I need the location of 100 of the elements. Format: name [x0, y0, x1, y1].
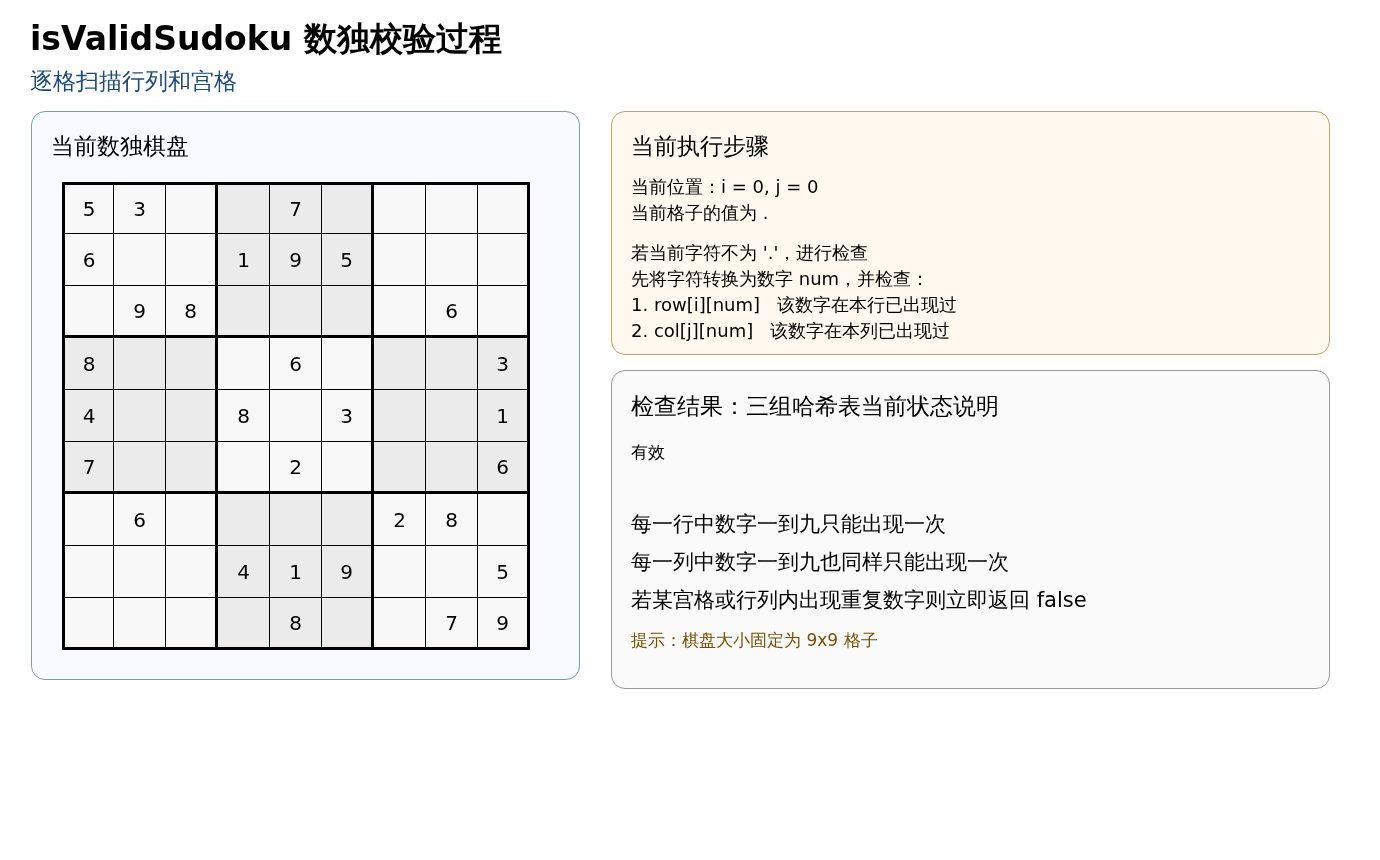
sudoku-cell: 5	[322, 234, 374, 286]
sudoku-cell	[322, 494, 374, 546]
sudoku-cell	[478, 182, 530, 234]
sudoku-cell	[426, 442, 478, 494]
sudoku-cell: 8	[218, 390, 270, 442]
sudoku-cell	[114, 234, 166, 286]
sudoku-cell: 7	[62, 442, 114, 494]
sudoku-cell: 6	[478, 442, 530, 494]
sudoku-cell	[166, 442, 218, 494]
sudoku-cell	[114, 598, 166, 650]
sudoku-cell	[426, 182, 478, 234]
rules-panel	[611, 370, 1330, 689]
sudoku-cell	[114, 338, 166, 390]
step-text: 2. col[j][num] 该数字在本列已出现过	[631, 319, 951, 343]
sudoku-cell	[426, 338, 478, 390]
rule-text: 每一行中数字一到九只能出现一次	[631, 511, 946, 538]
sudoku-cell: 7	[426, 598, 478, 650]
sudoku-cell	[166, 390, 218, 442]
sudoku-cell	[62, 598, 114, 650]
sudoku-cell: 3	[322, 390, 374, 442]
status-text: 有效	[631, 441, 665, 463]
sudoku-cell: 8	[62, 338, 114, 390]
sudoku-cell	[114, 390, 166, 442]
panel-heading: 当前执行步骤	[631, 132, 769, 160]
sudoku-cell	[322, 442, 374, 494]
sudoku-cell	[218, 286, 270, 338]
sudoku-cell	[374, 234, 426, 286]
sudoku-cell: 9	[270, 234, 322, 286]
rule-text: 每一列中数字一到九也同样只能出现一次	[631, 549, 1009, 576]
sudoku-cell	[166, 494, 218, 546]
sudoku-cell: 8	[426, 494, 478, 546]
sudoku-cell	[322, 182, 374, 234]
sudoku-cell	[166, 338, 218, 390]
page-subtitle: 逐格扫描行列和宫格	[30, 67, 237, 96]
sudoku-cell	[374, 182, 426, 234]
sudoku-cell	[114, 546, 166, 598]
sudoku-cell	[374, 286, 426, 338]
sudoku-cell	[218, 494, 270, 546]
sudoku-cell	[218, 338, 270, 390]
sudoku-cell	[270, 494, 322, 546]
sudoku-cell: 6	[426, 286, 478, 338]
sudoku-cell: 1	[478, 390, 530, 442]
step-text: 先将字符转换为数字 num，并检查：	[631, 267, 930, 291]
rule-text: 若某宫格或行列内出现重复数字则立即返回 false	[631, 587, 1087, 614]
sudoku-cell	[374, 442, 426, 494]
sudoku-cell	[374, 598, 426, 650]
sudoku-cell	[426, 390, 478, 442]
sudoku-cell: 9	[478, 598, 530, 650]
sudoku-cell	[270, 390, 322, 442]
step-text: 若当前字符不为 '.'，进行检查	[631, 241, 869, 265]
sudoku-cell: 6	[270, 338, 322, 390]
step-panel	[611, 111, 1330, 355]
sudoku-cell	[374, 338, 426, 390]
sudoku-cell	[166, 546, 218, 598]
step-text: 当前位置：i = 0, j = 0	[631, 175, 819, 199]
sudoku-cell	[478, 286, 530, 338]
sudoku-cell: 9	[114, 286, 166, 338]
step-text: 1. row[i][num] 该数字在本行已出现过	[631, 293, 958, 317]
sudoku-cell	[270, 286, 322, 338]
sudoku-cell: 8	[166, 286, 218, 338]
sudoku-cell	[478, 494, 530, 546]
note-text: 提示：棋盘大小固定为 9x9 格子	[631, 629, 878, 651]
sudoku-cell: 5	[62, 182, 114, 234]
sudoku-cell	[218, 442, 270, 494]
sudoku-cell	[166, 234, 218, 286]
sudoku-cell: 3	[114, 182, 166, 234]
sudoku-cell: 4	[218, 546, 270, 598]
sudoku-cell	[114, 442, 166, 494]
sudoku-cell	[322, 598, 374, 650]
board-panel	[31, 111, 580, 680]
step-text: 当前格子的值为 .	[631, 201, 769, 225]
sudoku-cell	[374, 546, 426, 598]
sudoku-cell: 4	[62, 390, 114, 442]
sudoku-cell: 7	[270, 182, 322, 234]
sudoku-cell	[62, 494, 114, 546]
sudoku-cell: 6	[62, 234, 114, 286]
sudoku-cell: 1	[270, 546, 322, 598]
sudoku-cell: 1	[218, 234, 270, 286]
sudoku-cell	[322, 286, 374, 338]
sudoku-cell	[62, 286, 114, 338]
sudoku-cell	[426, 234, 478, 286]
sudoku-cell	[426, 546, 478, 598]
sudoku-cell	[62, 546, 114, 598]
sudoku-cell	[166, 182, 218, 234]
sudoku-cell: 9	[322, 546, 374, 598]
sudoku-cell: 6	[114, 494, 166, 546]
sudoku-cell	[218, 598, 270, 650]
panel-heading: 检查结果：三组哈希表当前状态说明	[631, 392, 999, 420]
sudoku-cell	[218, 182, 270, 234]
sudoku-cell: 8	[270, 598, 322, 650]
sudoku-cell: 2	[374, 494, 426, 546]
sudoku-cell: 5	[478, 546, 530, 598]
sudoku-cell	[322, 338, 374, 390]
sudoku-cell: 2	[270, 442, 322, 494]
panel-heading: 当前数独棋盘	[51, 132, 189, 160]
sudoku-cell	[374, 390, 426, 442]
page-title: isValidSudoku 数独校验过程	[30, 18, 502, 60]
sudoku-cell	[166, 598, 218, 650]
sudoku-cell: 3	[478, 338, 530, 390]
sudoku-cell	[478, 234, 530, 286]
